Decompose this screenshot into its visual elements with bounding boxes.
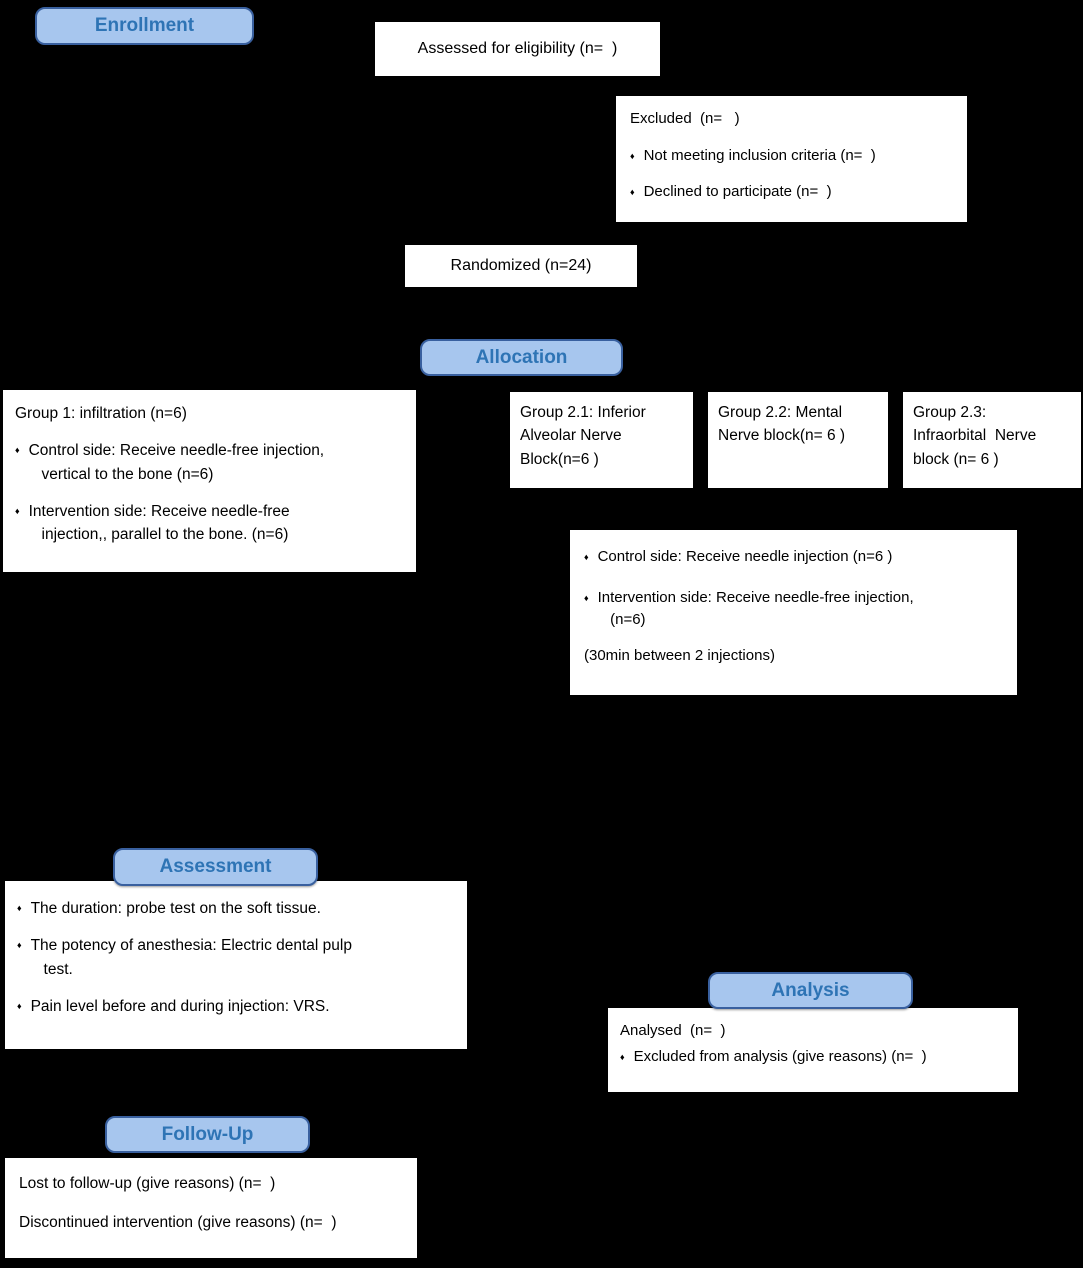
follow-up-box: Lost to follow-up (give reasons) (n= ) D… <box>5 1158 417 1258</box>
assessed-for-eligibility-box: Assessed for eligibility (n= ) <box>375 22 660 76</box>
assessment-stage-badge: Assessment <box>113 848 318 886</box>
diamond-bullet-icon: ♦ <box>584 592 589 603</box>
randomized-text: Randomized (n=24) <box>450 257 592 274</box>
assessed-for-eligibility-text: Assessed for eligibility (n= ) <box>417 40 618 57</box>
assessment-item: The duration: probe test on the soft tis… <box>30 900 321 917</box>
group1-title: Group 1: infiltration (n=6) <box>15 405 187 422</box>
analysed-title: Analysed (n= ) <box>620 1022 726 1039</box>
group22-text: Group 2.2: Mental Nerve block(n= 6 ) <box>718 404 846 445</box>
list-item: ♦ The duration: probe test on the soft t… <box>17 897 455 920</box>
list-item: ♦ Excluded from analysis (give reasons) … <box>620 1046 1006 1069</box>
group22-box: Group 2.2: Mental Nerve block(n= 6 ) <box>708 392 888 488</box>
diamond-bullet-icon: ♦ <box>17 1000 22 1011</box>
list-item: ♦ Intervention side: Receive needle-free… <box>584 587 1003 632</box>
diamond-bullet-icon: ♦ <box>15 445 20 456</box>
excluded-reason: Not meeting inclusion criteria (n= ) <box>643 146 876 164</box>
enrollment-stage-badge: Enrollment <box>35 7 254 45</box>
assessment-item: The potency of anesthesia: Electric dent… <box>30 937 352 978</box>
list-item: ♦ Pain level before and during injection… <box>17 995 455 1018</box>
group21-text: Group 2.1: Inferior Alveolar Nerve Block… <box>520 404 646 468</box>
group1-box: Group 1: infiltration (n=6) ♦ Control si… <box>3 390 416 572</box>
allocation-stage-badge: Allocation <box>420 339 623 376</box>
follow-up-stage-badge: Follow-Up <box>105 1116 310 1153</box>
group2-detail: Intervention side: Receive needle-free i… <box>597 588 914 629</box>
diamond-bullet-icon: ♦ <box>17 940 22 951</box>
list-item: ♦ Declined to participate (n= ) <box>630 181 953 204</box>
diamond-bullet-icon: ♦ <box>15 505 20 516</box>
diamond-bullet-icon: ♦ <box>630 187 635 197</box>
diamond-bullet-icon: ♦ <box>17 903 22 913</box>
list-item: ♦ Control side: Receive needle injection… <box>584 546 1003 569</box>
analysis-box: Analysed (n= ) ♦ Excluded from analysis … <box>608 1008 1018 1092</box>
assessment-box: ♦ The duration: probe test on the soft t… <box>5 881 467 1049</box>
excluded-box: Excluded (n= ) ♦ Not meeting inclusion c… <box>616 96 967 222</box>
group2-detail: Control side: Receive needle injection (… <box>597 548 893 565</box>
list-item: ♦ The potency of anesthesia: Electric de… <box>17 934 455 981</box>
group1-detail: Intervention side: Receive needle-free i… <box>28 502 290 543</box>
group21-box: Group 2.1: Inferior Alveolar Nerve Block… <box>510 392 693 488</box>
excluded-title: Excluded (n= ) <box>630 110 740 127</box>
randomized-box: Randomized (n=24) <box>405 245 637 287</box>
diamond-bullet-icon: ♦ <box>630 150 635 161</box>
analysis-stage-badge: Analysis <box>708 972 913 1009</box>
list-item: ♦ Control side: Receive needle-free inje… <box>15 439 404 486</box>
analysis-item: Excluded from analysis (give reasons) (n… <box>633 1047 927 1065</box>
group1-detail: Control side: Receive needle-free inject… <box>28 442 325 483</box>
assessment-item: Pain level before and during injection: … <box>30 997 330 1015</box>
group23-text: Group 2.3: Infraorbital Nerve block (n= … <box>913 404 1037 468</box>
group2-note: (30min between 2 injections) <box>584 646 775 664</box>
group2-detail-box: ♦ Control side: Receive needle injection… <box>570 530 1017 695</box>
excluded-reason: Declined to participate (n= ) <box>643 183 832 200</box>
list-item: ♦ Not meeting inclusion criteria (n= ) <box>630 145 953 168</box>
diamond-bullet-icon: ♦ <box>620 1051 625 1062</box>
list-item: ♦ Intervention side: Receive needle-free… <box>15 500 404 547</box>
follow-up-line: Lost to follow-up (give reasons) (n= ) <box>19 1175 276 1192</box>
diamond-bullet-icon: ♦ <box>584 552 589 562</box>
group23-box: Group 2.3: Infraorbital Nerve block (n= … <box>903 392 1081 488</box>
follow-up-line: Discontinued intervention (give reasons)… <box>19 1214 337 1232</box>
